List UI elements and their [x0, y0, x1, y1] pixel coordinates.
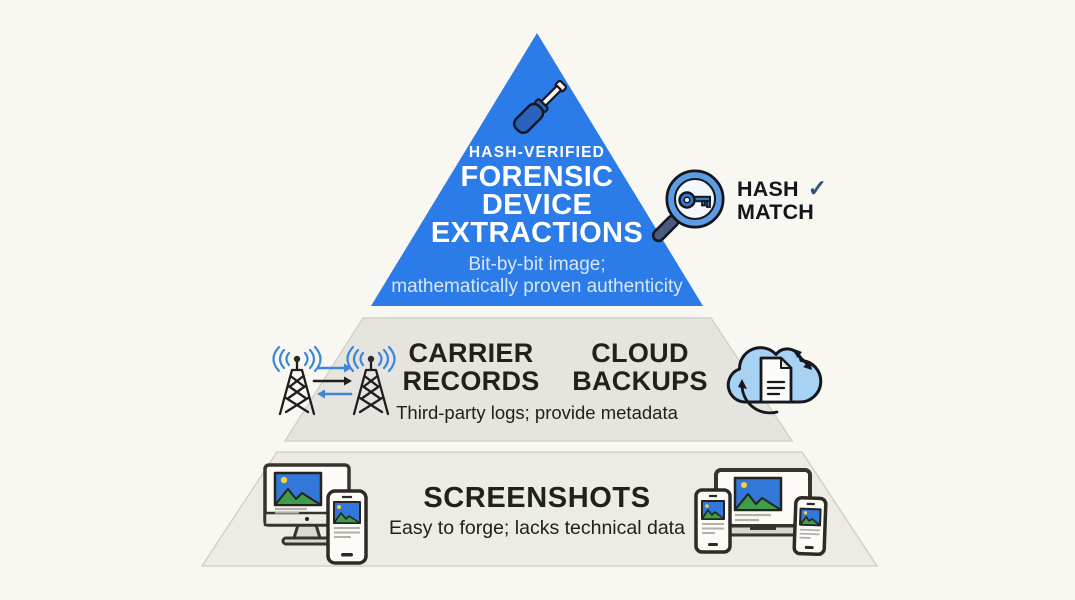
tier-top-title-line: EXTRACTIONS [430, 217, 644, 249]
label-line: BACKUPS [572, 366, 708, 396]
transfer-arrows-icon [312, 363, 353, 399]
cell-tower-icon [346, 345, 396, 416]
tier-top-kicker: HASH-VERIFIED [468, 144, 606, 161]
tier-middle-label-carrier-records: CARRIER RECORDS [381, 339, 561, 395]
smartphone-icon [792, 495, 828, 557]
tier-top-subtitle-line: Bit-by-bit image; [468, 254, 606, 275]
smartphone-icon [694, 488, 732, 554]
sync-arrows-icon [738, 349, 812, 415]
hash-match-word: MATCH [737, 200, 815, 224]
tier-middle-label-cloud-backups: CLOUD BACKUPS [550, 339, 730, 395]
label-line: CARRIER [408, 338, 534, 368]
cell-tower-icon [272, 345, 322, 416]
tier-top-title-line: FORENSIC [460, 161, 614, 193]
screwdriver-icon [512, 79, 568, 135]
tier-top-subtitle: Bit-by-bit image; mathematically proven … [372, 254, 702, 297]
tier-middle-subtitle: Third-party logs; provide metadata [396, 402, 678, 423]
desktop-and-phone-icon [263, 463, 368, 565]
document-icon [759, 356, 793, 404]
label-line: RECORDS [402, 366, 540, 396]
hash-match-label: HASH ✓ MATCH [737, 177, 857, 224]
label-line: CLOUD [591, 338, 689, 368]
checkmark-icon: ✓ [807, 175, 828, 201]
laptop-icon [703, 468, 823, 537]
tier-top-title-line: DEVICE [481, 189, 593, 221]
tier-top-title: FORENSIC DEVICE EXTRACTIONS [417, 161, 657, 249]
cell-towers-transfer-icon [272, 345, 396, 416]
cloud-document-sync-icon [726, 346, 823, 415]
hash-match-word: HASH [737, 177, 799, 201]
laptop-and-phones-icon [694, 468, 828, 557]
tier-bottom-label-screenshots: SCREENSHOTS [423, 482, 651, 514]
tier-top-subtitle-line: mathematically proven authenticity [391, 275, 683, 297]
smartphone-icon [326, 489, 368, 565]
key-icon [678, 191, 711, 209]
magnifying-glass-key-icon [651, 169, 725, 243]
tier-top-triangle [371, 33, 703, 306]
tier-bottom-subtitle: Easy to forge; lacks technical data [389, 517, 685, 539]
